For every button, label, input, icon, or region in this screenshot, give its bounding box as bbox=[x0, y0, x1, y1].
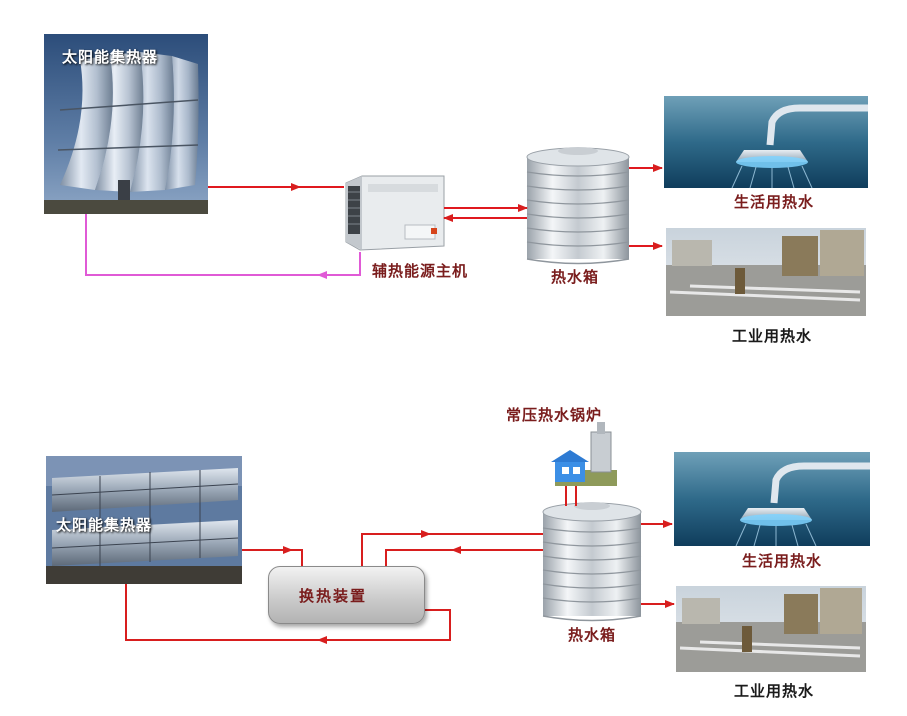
top-tank-label: 热水箱 bbox=[551, 268, 600, 286]
bottom-industrial-label: 工业用热水 bbox=[734, 682, 815, 700]
boiler-label: 常压热水锅炉 bbox=[506, 406, 603, 424]
aux-heater-unit-image bbox=[345, 175, 445, 251]
bottom-hot-water-tank-image bbox=[542, 502, 642, 622]
top-collector-title: 太阳能集热器 bbox=[62, 48, 159, 66]
bottom-collector-title: 太阳能集热器 bbox=[56, 516, 153, 534]
top-solar-collector-image bbox=[44, 34, 208, 214]
bottom-domestic-label: 生活用热水 bbox=[742, 552, 823, 570]
heat-exchanger-box: 换热装置 bbox=[268, 566, 425, 624]
bottom-pipes bbox=[125, 486, 675, 644]
boiler-image bbox=[551, 422, 617, 486]
bottom-tank-label: 热水箱 bbox=[568, 626, 617, 644]
top-industrial-image bbox=[666, 228, 866, 316]
top-hot-water-tank-image bbox=[526, 147, 630, 265]
bottom-industrial-image bbox=[676, 586, 866, 672]
top-pipes bbox=[85, 164, 663, 279]
top-domestic-label: 生活用热水 bbox=[734, 193, 815, 211]
heat-exchanger-label: 换热装置 bbox=[299, 587, 368, 605]
bottom-shower-image bbox=[674, 452, 870, 547]
aux-heater-label: 辅热能源主机 bbox=[372, 262, 469, 280]
top-industrial-label: 工业用热水 bbox=[732, 327, 813, 345]
top-shower-image bbox=[664, 96, 868, 189]
bottom-solar-collector-image bbox=[46, 456, 242, 584]
